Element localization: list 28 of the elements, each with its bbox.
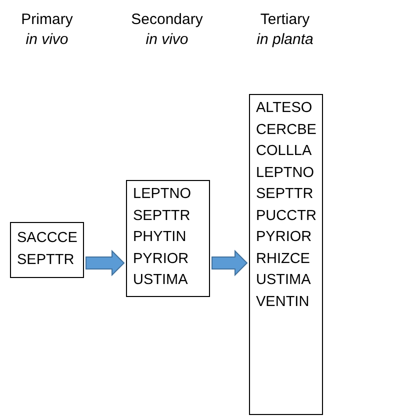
- species-code: LEPTNO: [256, 164, 316, 182]
- column-subheading: in planta: [256, 30, 314, 50]
- species-code: RHIZCE: [256, 250, 311, 268]
- species-code: PHYTIN: [133, 228, 188, 247]
- species-code: SACCCE: [17, 229, 77, 248]
- species-code: PYRIOR: [256, 228, 313, 247]
- species-code: ALTESO: [256, 99, 314, 118]
- list-box: [126, 180, 210, 296]
- species-code: SEPTTR: [17, 250, 76, 270]
- species-code: SEPTTR: [133, 206, 192, 226]
- list-box: [249, 94, 323, 415]
- species-code: VENTIN: [256, 292, 310, 312]
- column-heading: Primary: [21, 10, 73, 30]
- species-code: COLLLA: [256, 142, 313, 161]
- species-code: USTIMA: [133, 271, 189, 290]
- species-code: USTIMA: [256, 271, 312, 290]
- species-code: PYRIOR: [133, 250, 190, 268]
- species-code: CERCBE: [256, 120, 316, 140]
- species-code: SEPTTR: [256, 185, 314, 204]
- species-code: PUCCTR: [256, 206, 316, 226]
- list-box: [10, 222, 84, 278]
- column-subheading: in vivo: [146, 30, 188, 50]
- column-subheading: in vivo: [26, 30, 68, 50]
- species-code: LEPTNO: [133, 185, 192, 204]
- column-heading: Tertiary: [260, 10, 310, 30]
- block-arrow: [86, 250, 125, 276]
- column-heading: Secondary: [131, 10, 203, 30]
- block-arrow: [212, 250, 248, 276]
